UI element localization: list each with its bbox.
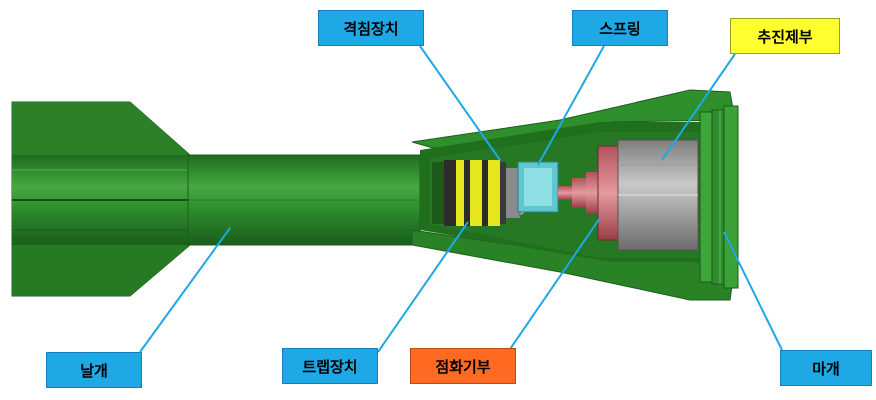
label-igniter: 점화기부 [410,348,516,384]
label-fin: 날개 [46,352,142,388]
label-propulsion: 추진제부 [730,18,840,54]
label-cap: 마개 [780,350,872,386]
leader-fin [139,227,231,353]
main-tube [187,154,421,246]
leader-cap [723,231,783,351]
label-spring: 스프링 [572,10,668,46]
leader-spring [537,45,605,166]
leader-lines [139,45,783,353]
leader-striker [419,45,501,161]
leader-trap [377,221,469,353]
spring [517,161,559,213]
label-trap-device: 트랩장치 [282,348,378,384]
tail-fin-assembly [11,101,191,297]
igniter [558,145,619,241]
trap-device [432,160,506,226]
propellant [617,139,699,251]
label-striker-device: 격침장치 [318,10,424,46]
leader-propulsion [661,53,736,161]
leader-igniter [507,217,601,353]
